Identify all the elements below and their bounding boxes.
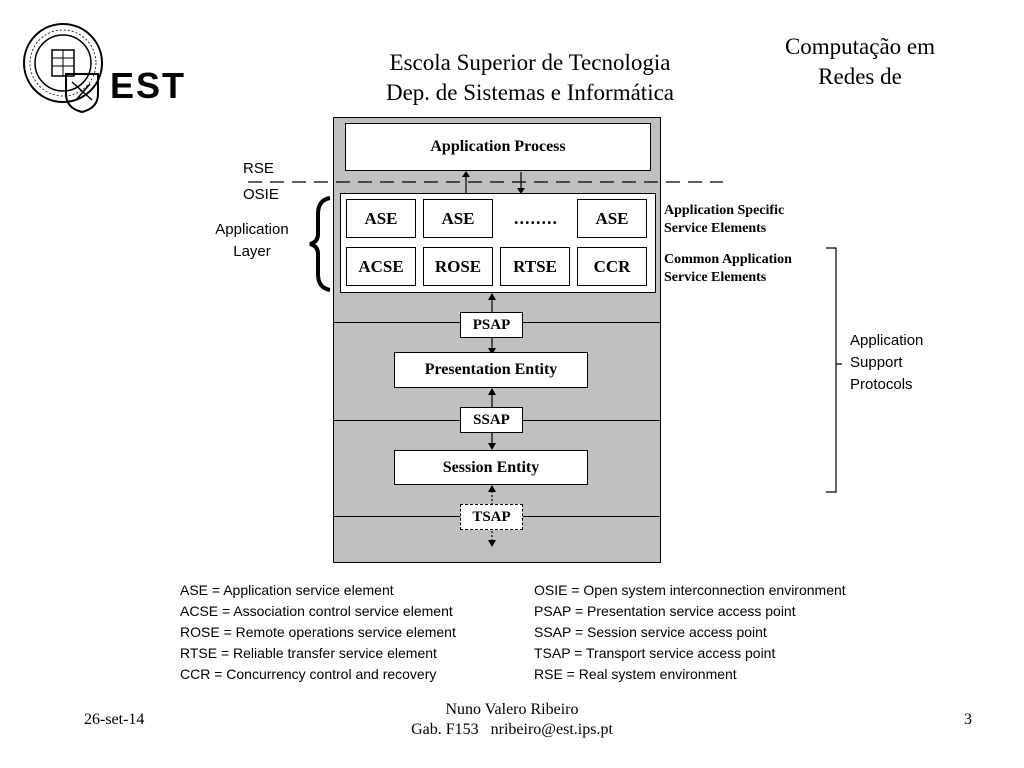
ase-box: ASE: [423, 199, 493, 238]
support-protocols-bracket: [826, 247, 842, 493]
department-name: Dep. de Sistemas e Informática: [385, 80, 675, 105]
shield-emblem-icon: [65, 73, 99, 114]
legend-item: TSAP = Transport service access point: [534, 645, 776, 661]
rse-label: RSE: [243, 160, 274, 177]
legend-item: ASE = Application service element: [180, 582, 394, 598]
page-number: 3: [964, 711, 972, 728]
rtse-box: RTSE: [500, 247, 570, 286]
ase-description: Application Specific Service Elements: [664, 203, 785, 236]
ase-box: ASE: [346, 199, 416, 238]
legend-left: ASE = Application service element ACSE =…: [180, 580, 456, 685]
legend-item: ROSE = Remote operations service element: [180, 624, 456, 640]
protocol-stack-background: [333, 117, 661, 563]
author-contact: Gab. F153 nribeiro@est.ips.pt: [380, 720, 644, 740]
ase-box: ASE: [577, 199, 647, 238]
course-title: Computação em Redes de: [740, 32, 980, 92]
presentation-entity-box: Presentation Entity: [394, 352, 588, 388]
ssap-box: SSAP: [460, 407, 523, 433]
legend-item: RSE = Real system environment: [534, 666, 737, 682]
psap-box: PSAP: [460, 312, 523, 338]
osie-boundary-line: [248, 181, 723, 183]
office-number: Gab. F153: [411, 721, 479, 738]
legend-item: SSAP = Session service access point: [534, 624, 767, 640]
legend-item: PSAP = Presentation service access point: [534, 603, 796, 619]
support-protocols-label: Application Support Protocols: [850, 332, 924, 393]
ase-ellipsis: ........: [514, 208, 558, 228]
footer-author: Nuno Valero Ribeiro Gab. F153 nribeiro@e…: [380, 700, 644, 740]
footer-date: 26-set-14: [84, 711, 145, 728]
legend-item: RTSE = Reliable transfer service element: [180, 645, 437, 661]
legend-item: OSIE = Open system interconnection envir…: [534, 582, 846, 598]
est-logo-text: EST: [110, 65, 187, 106]
school-name: Escola Superior de Tecnologia: [389, 50, 671, 75]
case-description: Common Application Service Elements: [664, 252, 792, 285]
ccr-box: CCR: [577, 247, 647, 286]
application-layer-brace: [309, 196, 331, 292]
application-layer-label: Application Layer: [215, 221, 289, 260]
tsap-box: TSAP: [460, 504, 523, 530]
legend-item: CCR = Concurrency control and recovery: [180, 666, 437, 682]
institute-seal-logo: [23, 23, 103, 103]
legend-right: OSIE = Open system interconnection envir…: [534, 580, 846, 685]
course-title-line2: Redes de: [818, 64, 902, 89]
acse-box: ACSE: [346, 247, 416, 286]
author-name: Nuno Valero Ribeiro: [445, 701, 579, 718]
application-process-box: Application Process: [345, 123, 651, 171]
legend-item: ACSE = Association control service eleme…: [180, 603, 453, 619]
session-entity-box: Session Entity: [394, 450, 588, 485]
process-arrows: [462, 171, 525, 194]
course-title-line1: Computação em: [784, 34, 936, 59]
email-address: nribeiro@est.ips.pt: [490, 721, 613, 738]
rose-box: ROSE: [423, 247, 493, 286]
school-header: Escola Superior de Tecnologia Dep. de Si…: [330, 48, 730, 108]
osie-label: OSIE: [243, 186, 279, 203]
